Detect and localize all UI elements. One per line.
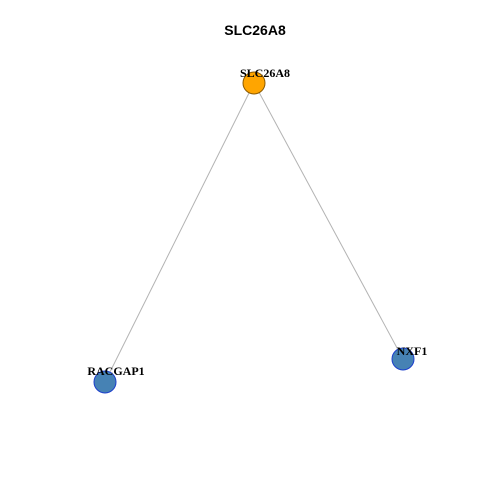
node-nxf1 (391, 347, 415, 371)
edge-slc26a8-nxf1 (253, 82, 404, 360)
node-racgap1 (93, 370, 117, 394)
edge-slc26a8-racgap1 (104, 82, 255, 383)
node-slc26a8 (242, 71, 266, 95)
node-label-nxf1: NXF1 (397, 344, 428, 358)
edges-layer (104, 82, 404, 383)
node-label-racgap1: RACGAP1 (87, 364, 144, 378)
node-label-slc26a8: SLC26A8 (240, 66, 290, 80)
nodes-layer (93, 71, 415, 394)
graph-title: SLC26A8 (224, 22, 286, 38)
